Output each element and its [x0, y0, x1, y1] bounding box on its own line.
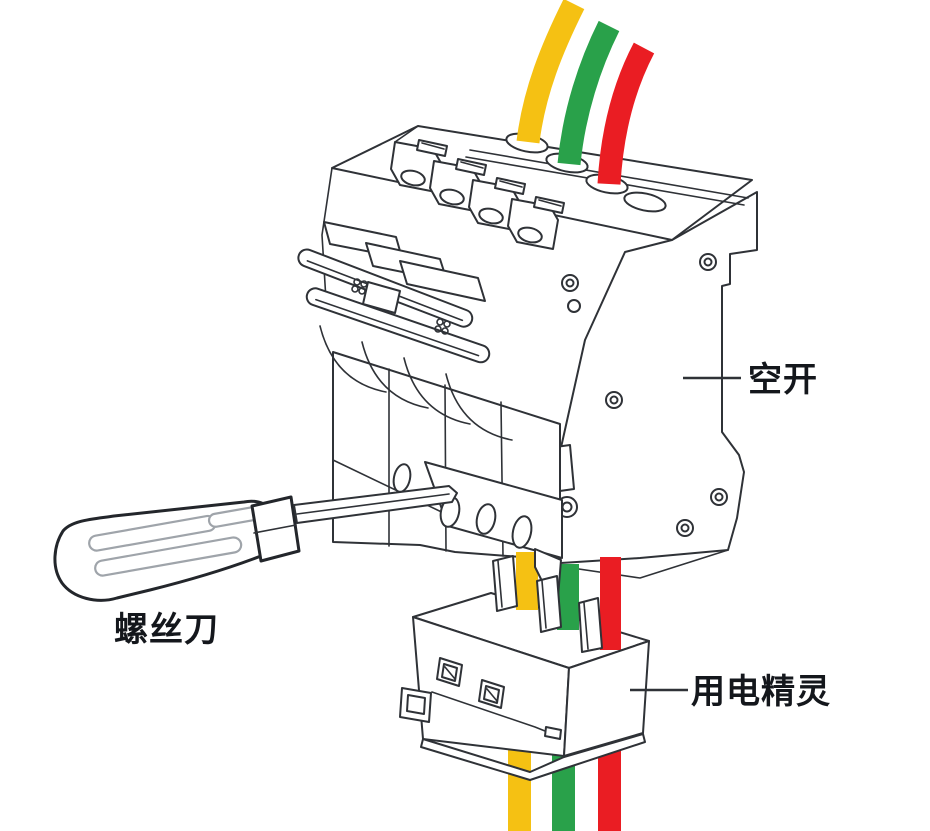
clamp-hole: [478, 207, 504, 225]
pole-arc: [361, 341, 429, 409]
screwdriver: [53, 485, 458, 602]
clamp-hole: [517, 226, 543, 244]
toggle-handle-bars: [297, 248, 491, 364]
ferrule-line: [253, 524, 297, 534]
window-diagonal: [444, 666, 456, 680]
middle-wires: [516, 552, 621, 650]
prong-line: [497, 560, 503, 608]
label-device: 用电精灵: [630, 673, 831, 711]
pole-arc: [445, 373, 513, 441]
clamp-hole: [439, 188, 465, 206]
screw-dot: [434, 325, 442, 333]
wire-hole: [623, 191, 667, 213]
bottom-terminal-hole: [511, 515, 533, 549]
yellow-wire-top: [516, 0, 585, 144]
rivet: [609, 395, 619, 405]
device-prongs: [492, 555, 603, 653]
screwdriver-shaft: [293, 485, 458, 524]
breaker-rivets: [556, 253, 728, 537]
rivet: [567, 299, 581, 313]
clamp-tab-line: [460, 161, 484, 169]
screwdriver-label: 螺丝刀: [114, 611, 219, 649]
indicator-window: [436, 657, 463, 687]
clamp-hole: [400, 169, 426, 187]
pole-arc: [319, 325, 387, 393]
device-label: 用电精灵: [691, 673, 831, 711]
terminal-block: [468, 177, 526, 231]
bottom-terminal-hole: [475, 503, 497, 535]
window-diagonal: [486, 688, 498, 702]
toggle-screw-cluster: [351, 278, 368, 295]
label-screwdriver: 螺丝刀: [114, 611, 219, 649]
screw-dot: [351, 285, 359, 293]
pole-front-arcs: [319, 325, 513, 441]
clamp-tab-line: [538, 199, 562, 207]
device-side-clip: [399, 687, 432, 723]
yellow-wire-bottom: [508, 740, 531, 831]
label-breaker: 空开: [683, 361, 818, 399]
incoming-wires: [516, 0, 655, 185]
terminal-block: [429, 158, 487, 212]
handle-bases: [323, 221, 486, 302]
power-monitor-device: [399, 616, 650, 781]
toggle-bar-line: [315, 298, 480, 357]
screw-dot: [441, 327, 449, 335]
device-prong: [536, 575, 562, 633]
screw-dot: [436, 318, 444, 326]
rivet: [565, 278, 575, 288]
clamp-tab-line: [499, 180, 523, 188]
screw-dot: [358, 287, 366, 295]
breaker-left-edge: [321, 167, 333, 301]
terminal-block: [507, 196, 565, 250]
yellow-wire-middle: [516, 552, 538, 610]
device-right-face: [563, 640, 650, 757]
device-prong: [492, 555, 518, 612]
shaft-line: [296, 493, 450, 515]
screw-dot: [353, 278, 361, 286]
indicator-window: [478, 679, 505, 709]
clamp-tab-line: [421, 142, 445, 150]
green-wire-top: [557, 20, 620, 166]
breaker-label: 空开: [748, 361, 818, 399]
rivet: [680, 523, 690, 533]
rivet: [714, 492, 724, 502]
clip-inner: [406, 694, 426, 715]
device-base-band: [420, 733, 646, 781]
red-wire-middle: [600, 557, 621, 650]
device-port-detail: [544, 726, 562, 740]
red-wire-top: [597, 42, 655, 185]
grip-flute: [94, 536, 243, 577]
top-face-edge: [394, 125, 419, 143]
screw-dot: [360, 280, 368, 288]
breaker-side-panel: [544, 191, 758, 565]
rivet: [703, 257, 713, 267]
device-prong: [578, 597, 603, 653]
pole-arc: [403, 357, 471, 425]
handle-base: [399, 260, 486, 302]
green-wire-middle: [557, 564, 579, 630]
terminal-screw: [561, 501, 573, 513]
screw-dot: [443, 320, 451, 328]
prong-line: [541, 580, 547, 629]
toggle-screw-cluster: [434, 318, 451, 335]
terminal-blocks: [390, 139, 565, 250]
prong-line: [583, 602, 589, 650]
toggle-link: [362, 281, 401, 314]
